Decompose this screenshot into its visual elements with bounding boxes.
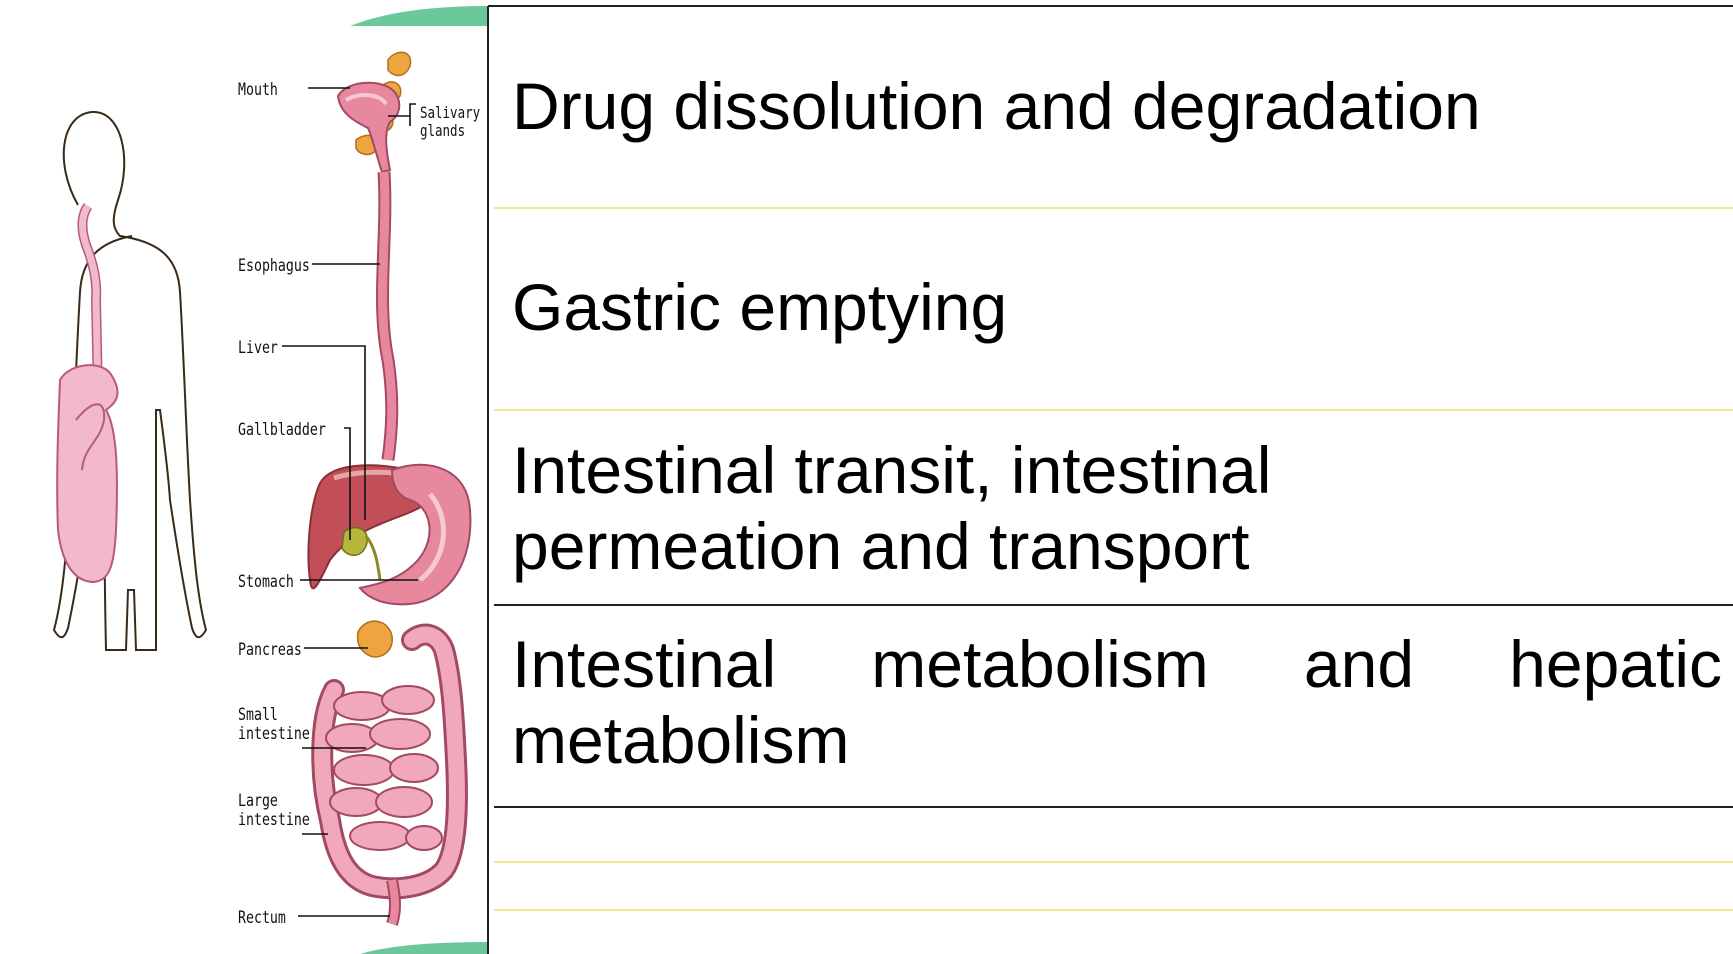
label-stomach: Stomach	[238, 573, 294, 592]
label-rectum: Rectum	[238, 909, 286, 928]
item-gastric-emptying: Gastric emptying	[512, 269, 1007, 345]
digestive-system-illustration	[308, 52, 470, 924]
accent-tab-bottom	[360, 942, 487, 954]
silhouette-digestive-tract	[57, 206, 117, 582]
label-large-intestine: Large intestine	[238, 792, 310, 830]
label-liver: Liver	[238, 339, 278, 358]
label-gallbladder: Gallbladder	[238, 421, 326, 440]
label-pancreas: Pancreas	[238, 641, 302, 660]
item-metabolism: Intestinal metabolism and hepatic metabo…	[512, 626, 1722, 778]
item-intestinal-transit: Intestinal transit, intestinal permeatio…	[512, 432, 1392, 584]
label-mouth: Mouth	[238, 81, 278, 100]
item-drug-dissolution: Drug dissolution and degradation	[512, 68, 1481, 144]
accent-tab-top	[350, 6, 487, 26]
label-esophagus: Esophagus	[238, 257, 310, 276]
label-salivary-glands: Salivary glands	[420, 104, 480, 140]
label-small-intestine: Small intestine	[238, 706, 310, 744]
